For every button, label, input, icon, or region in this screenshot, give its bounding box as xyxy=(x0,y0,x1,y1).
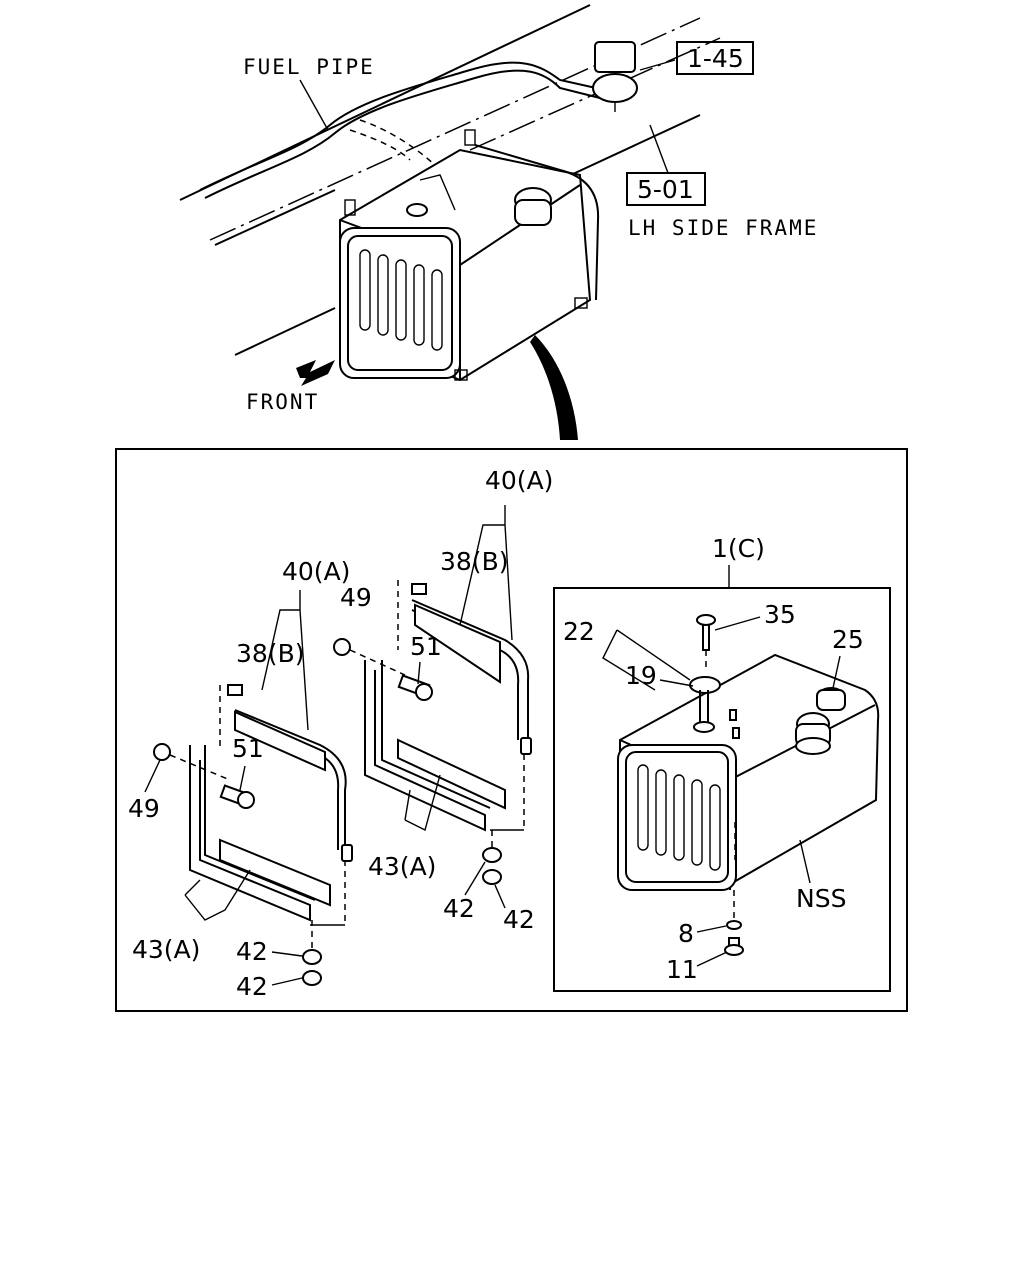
ref-5-01-label: 5-01 xyxy=(637,175,694,204)
tank-label-22: 22 xyxy=(563,617,595,646)
mid-leader-51 xyxy=(417,661,421,685)
tank-leader-11 xyxy=(696,951,728,967)
detail-frame xyxy=(115,448,908,1012)
mid-leader-42-b xyxy=(494,884,506,909)
mid-label-42-a: 42 xyxy=(443,894,475,923)
tank-label-1c: 1(C) xyxy=(712,534,765,563)
fuel-pipe-label: FUEL PIPE xyxy=(243,55,375,79)
leader-fuel-pipe xyxy=(299,79,329,131)
left-leader-49 xyxy=(144,759,161,793)
fuel-filter xyxy=(592,41,638,112)
mid-label-43a: 43(A) xyxy=(368,852,436,881)
left-label-42-b: 42 xyxy=(236,972,268,1001)
tank-label-11: 11 xyxy=(666,955,698,984)
detail-pointer-arrow xyxy=(530,335,578,440)
left-leader-40a xyxy=(261,590,309,731)
left-label-49-side: 49 xyxy=(128,794,160,823)
tank-leader-22 xyxy=(602,629,691,691)
left-label-38b: 38(B) xyxy=(236,639,304,668)
left-leader-51 xyxy=(239,765,246,791)
left-leader-42-b xyxy=(271,977,303,986)
tank-leader-25 xyxy=(832,655,841,689)
tank-label-8: 8 xyxy=(678,919,694,948)
tank-leader-nss xyxy=(799,839,811,884)
frame-lower-line xyxy=(559,114,701,181)
mid-label-51: 51 xyxy=(410,632,442,661)
mid-label-38b: 38(B) xyxy=(440,547,508,576)
tank-leader-19 xyxy=(659,679,694,687)
left-label-43a: 43(A) xyxy=(132,935,200,964)
tank-detail-box xyxy=(553,587,891,992)
detail-fuel-tank xyxy=(617,614,880,956)
mid-label-42-b: 42 xyxy=(503,905,535,934)
fuel-pipe-2 xyxy=(204,69,601,199)
mid-leader-40a xyxy=(459,505,513,641)
front-label: FRONT xyxy=(246,390,319,414)
mid-leader-43a xyxy=(404,774,441,832)
overview-fuel-tank xyxy=(339,129,600,382)
lh-side-frame-label: LH SIDE FRAME xyxy=(628,216,818,240)
left-leader-42-a xyxy=(271,951,303,957)
side-frame-rail-mid xyxy=(214,189,336,246)
leader-1-45 xyxy=(639,59,676,71)
left-label-42-a: 42 xyxy=(236,937,268,966)
ref-box-5-01 xyxy=(626,172,706,206)
fuel-pipe-dashed xyxy=(349,129,411,161)
tank-label-nss: NSS xyxy=(796,884,846,913)
tank-label-19: 19 xyxy=(625,661,657,690)
front-arrow xyxy=(296,360,335,386)
ref-box-1-45 xyxy=(676,41,754,75)
middle-bracket-assembly xyxy=(333,580,532,885)
leader-5-01 xyxy=(649,124,669,174)
left-label-49-top: 49 xyxy=(340,583,372,612)
tank-label-35: 35 xyxy=(764,600,796,629)
mid-label-40a: 40(A) xyxy=(485,466,553,495)
tank-leader-35 xyxy=(714,616,761,631)
fuel-pipe xyxy=(199,61,606,191)
fuel-pipe-dashed-2 xyxy=(359,119,441,171)
left-bracket-assembly xyxy=(153,684,353,986)
left-label-51: 51 xyxy=(232,734,264,763)
ref-1-45-label: 1-45 xyxy=(687,44,744,73)
tank-label-25: 25 xyxy=(832,625,864,654)
mid-leader-42-a xyxy=(464,861,486,896)
side-frame-rail-lower xyxy=(234,307,336,356)
left-label-40a: 40(A) xyxy=(282,557,350,586)
left-leader-43a xyxy=(184,869,251,921)
tank-leader-8 xyxy=(696,925,727,933)
overview-illustration: 1-45 5-01 LH SIDE FRAME FUEL PIPE xyxy=(179,4,818,440)
